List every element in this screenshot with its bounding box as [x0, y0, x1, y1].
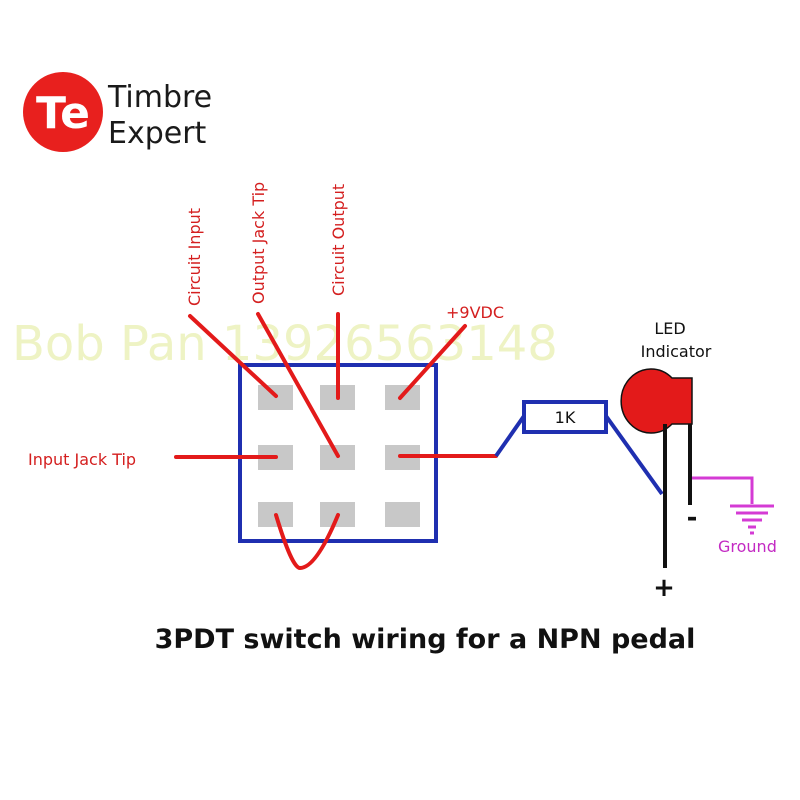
ground-label: Ground [718, 537, 777, 556]
led-body [620, 368, 693, 434]
wire-output-jack-tip [256, 312, 340, 458]
wire-circuit-input [188, 314, 278, 398]
label-circuit-output: Circuit Output [329, 184, 348, 296]
label-input-jack-tip: Input Jack Tip [28, 450, 136, 469]
logo-circle [23, 72, 103, 152]
label-output-jack-tip: Output Jack Tip [249, 182, 268, 304]
led-label-line2: Indicator [641, 342, 712, 361]
led-plus-sign: + [653, 573, 675, 603]
led-label-line1: LED [654, 319, 685, 338]
logo: Te Timbre Expert [23, 72, 212, 152]
lug-9 [385, 502, 420, 527]
resistor-value: 1K [555, 408, 576, 427]
label-plus-9vdc: +9VDC [446, 303, 504, 322]
resistor-lead-right [604, 414, 664, 496]
ground: Ground [692, 476, 777, 556]
logo-line1: Timbre [107, 80, 212, 115]
logo-line2: Expert [108, 116, 207, 151]
label-circuit-input: Circuit Input [185, 208, 204, 306]
resistor-lead-left [494, 414, 526, 458]
red-wires [174, 312, 498, 571]
wire-jumper [274, 513, 340, 571]
resistor: 1K [494, 400, 664, 496]
logo-monogram: Te [36, 88, 90, 139]
ground-wire [692, 476, 754, 504]
wire-plus-9vdc [398, 324, 467, 400]
led: + - [620, 368, 698, 603]
diagram-caption: 3PDT switch wiring for a NPN pedal [155, 624, 696, 655]
led-minus-sign: - [687, 503, 698, 533]
